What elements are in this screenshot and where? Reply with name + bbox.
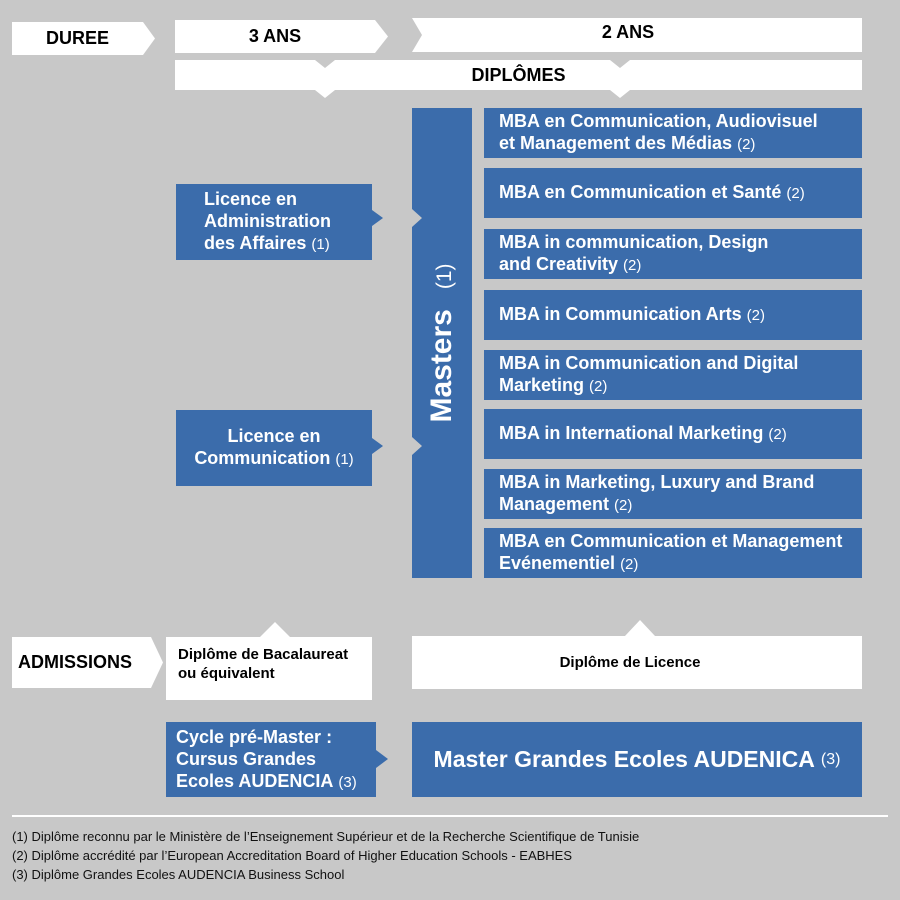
mba-title-line: Marketing(2): [499, 374, 862, 398]
mba-title-line: MBA in Communication and Digital: [499, 352, 862, 374]
mba-title-text: Marketing: [499, 375, 585, 395]
mba-title-text: MBA en Communication, Audiovisuel: [499, 111, 818, 131]
footnote-marker: (3): [820, 750, 841, 768]
master-grandes-ecoles-box: Master Grandes Ecoles AUDENICA (3): [412, 722, 862, 797]
pre-master-line: Ecoles AUDENCIA(3): [176, 770, 376, 794]
licence-title-text: Communication: [194, 448, 331, 468]
requirement-line: Diplôme de Bacalaureat: [178, 645, 364, 664]
mba-communication-audiovisuel-box: MBA en Communication, Audiovisuel et Man…: [484, 108, 862, 158]
mba-title-line: and Creativity(2): [499, 253, 862, 277]
mba-communication-sante-box: MBA en Communication et Santé(2): [484, 168, 862, 218]
mba-title-line: MBA in Communication Arts(2): [499, 303, 862, 327]
mba-title-line: MBA in communication, Design: [499, 231, 862, 253]
mba-title-text: MBA in communication, Design: [499, 232, 769, 252]
licence-title-text: Licence en: [204, 189, 298, 209]
pre-master-line: Cycle pré-Master :: [176, 726, 376, 748]
requirement-line: ou équivalent: [178, 664, 364, 683]
mba-title-line: MBA in International Marketing(2): [499, 422, 862, 446]
footnote-marker: (2): [589, 378, 608, 395]
masters-vertical-text: Masters (1): [425, 263, 459, 422]
footnote-marker: (2): [737, 136, 756, 153]
licence-duration-label: 3 ANS: [248, 26, 302, 46]
licence-title-line: Licence en: [204, 188, 297, 210]
duration-chevron: DUREE: [12, 22, 155, 55]
footnote-marker: (1): [311, 236, 330, 253]
pre-master-text: Cursus Grandes: [176, 748, 317, 769]
licence-title-text: Administration: [204, 211, 332, 231]
master-duration-box: 2 ANS: [412, 18, 862, 52]
pre-master-text: Ecoles AUDENCIA: [176, 770, 334, 791]
footnote-marker: (1): [433, 263, 456, 290]
mba-communication-digital-marketing-box: MBA in Communication and Digital Marketi…: [484, 350, 862, 400]
mba-title-text: Evénementiel: [499, 553, 616, 573]
diplomas-label: DIPLÔMES: [471, 65, 566, 85]
mba-title-text: MBA en Communication et Management: [499, 531, 843, 551]
requirement-text: Diplôme de Licence: [559, 654, 701, 671]
mba-title-text: MBA in Communication and Digital: [499, 353, 799, 373]
admissions-chevron: ADMISSIONS: [12, 637, 163, 688]
licence-title-line: Administration: [204, 210, 331, 232]
mba-title-text: MBA in International Marketing: [499, 423, 764, 443]
pre-master-text: Cycle pré-Master :: [176, 726, 333, 747]
licence-title-text: Licence en: [227, 426, 321, 446]
master-grandes-ecoles-label: Master Grandes Ecoles AUDENICA: [433, 746, 815, 772]
footnote-marker: (2): [786, 185, 805, 202]
footnotes: (1) Diplôme reconnu par le Ministère de …: [12, 827, 892, 884]
requirement-text: Diplôme de Bacalaureat: [178, 646, 349, 663]
mba-title-line: Evénementiel(2): [499, 552, 862, 576]
master-requirement-box: Diplôme de Licence: [412, 620, 862, 689]
mba-title-text: MBA en Communication et Santé: [499, 182, 782, 202]
licence-title-line: des Affaires(1): [204, 232, 330, 256]
licence-duration-chevron: 3 ANS: [175, 20, 388, 53]
mba-title-line: MBA en Communication et Santé(2): [499, 181, 862, 205]
mba-communication-evenementiel-box: MBA en Communication et Management Evéne…: [484, 528, 862, 578]
mba-title-text: MBA in Marketing, Luxury and Brand: [499, 472, 815, 492]
mba-international-marketing-box: MBA in International Marketing(2): [484, 409, 862, 459]
licence-title-line: Communication(1): [194, 447, 353, 471]
mba-title-text: MBA in Communication Arts: [499, 304, 742, 324]
licence-communication-box: Licence en Communication(1): [176, 410, 383, 486]
bachelor-requirement-box: Diplôme de Bacalaureat ou équivalent: [166, 622, 372, 700]
mba-marketing-luxury-brand-box: MBA in Marketing, Luxury and Brand Manag…: [484, 469, 862, 519]
diplomas-bar: DIPLÔMES: [175, 60, 862, 98]
pre-master-line: Cursus Grandes: [176, 748, 376, 770]
footnote-marker: (2): [768, 426, 787, 443]
footnote-2: (2) Diplôme accrédité par l’European Acc…: [12, 848, 573, 863]
masters-label: Masters: [425, 309, 458, 423]
mba-title-line: et Management des Médias(2): [499, 132, 862, 156]
requirement-text: ou équivalent: [178, 665, 275, 682]
footnote-1: (1) Diplôme reconnu par le Ministère de …: [12, 829, 640, 844]
licence-administration-box: Licence en Administration des Affaires(1…: [176, 184, 383, 260]
mba-title-line: MBA en Communication, Audiovisuel: [499, 110, 862, 132]
mba-title-line: Management(2): [499, 493, 862, 517]
licence-title-text: des Affaires: [204, 233, 307, 253]
licence-title-line: Licence en: [227, 425, 320, 447]
masters-column: Masters (1): [412, 108, 472, 578]
footnote-marker: (3): [338, 773, 357, 791]
mba-title-text: Management: [499, 494, 610, 514]
master-duration-label: 2 ANS: [601, 21, 655, 42]
mba-communication-arts-box: MBA in Communication Arts(2): [484, 290, 862, 340]
footnote-marker: (2): [620, 556, 639, 573]
mba-communication-design-creativity-box: MBA in communication, Design and Creativ…: [484, 229, 862, 279]
footnote-marker: (2): [614, 497, 633, 514]
mba-title-text: and Creativity: [499, 254, 619, 274]
footnote-marker: (1): [335, 451, 354, 468]
pre-master-cycle-box: Cycle pré-Master : Cursus Grandes Ecoles…: [166, 722, 388, 797]
mba-title-line: MBA en Communication et Management: [499, 530, 862, 552]
footnote-marker: (2): [623, 257, 642, 274]
duration-label: DUREE: [45, 28, 109, 48]
admissions-label: ADMISSIONS: [18, 652, 133, 672]
footnote-marker: (2): [746, 307, 766, 324]
footnote-3: (3) Diplôme Grandes Ecoles AUDENCIA Busi…: [12, 867, 345, 882]
mba-title-text: et Management des Médias: [499, 133, 733, 153]
footnote-divider: [12, 815, 888, 817]
mba-title-line: MBA in Marketing, Luxury and Brand: [499, 471, 862, 493]
